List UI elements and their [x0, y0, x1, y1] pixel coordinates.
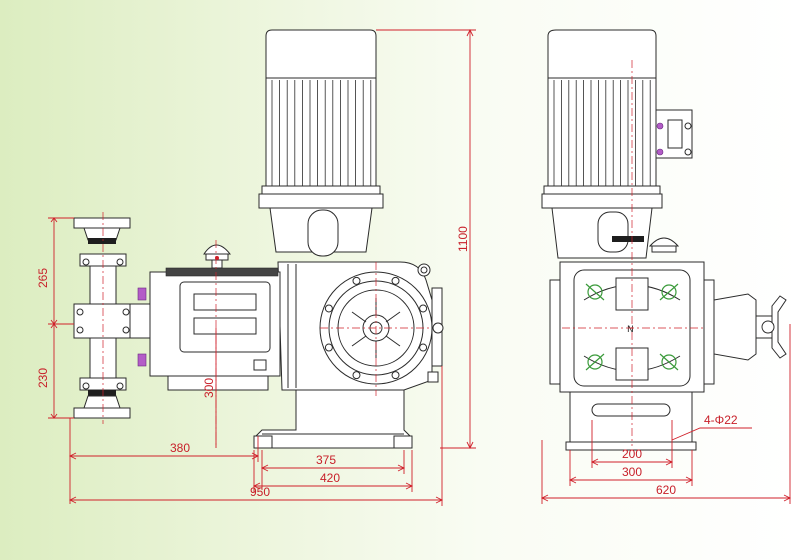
dim-950: 950 [250, 485, 270, 499]
front-view [73, 29, 444, 449]
dim-380: 380 [170, 441, 190, 455]
bolt [82, 382, 90, 390]
dim-420: 420 [320, 471, 340, 485]
dim-200: 200 [622, 447, 642, 461]
bolt [352, 371, 361, 380]
front-base [253, 389, 413, 449]
bolt [352, 276, 361, 285]
dim-300-vertical: 300 [202, 378, 216, 398]
side-motor [541, 29, 693, 259]
bolt [76, 326, 84, 334]
front-gearbox [277, 261, 444, 391]
bolt [116, 258, 124, 266]
bolt [122, 308, 130, 316]
front-pump-head [73, 217, 151, 419]
dim-265: 265 [36, 268, 50, 288]
svg-text:N: N [627, 325, 634, 335]
front-plunger-housing [149, 244, 281, 391]
dim-375: 375 [316, 453, 336, 467]
side-base [565, 391, 697, 451]
bolt [324, 343, 333, 352]
bolt [391, 276, 400, 285]
dimension-labels: 265 230 1100 300 380 375 420 950 200 300… [36, 226, 738, 499]
side-view: N [541, 29, 787, 451]
bolt [391, 371, 400, 380]
bolt [76, 308, 84, 316]
bolt [116, 382, 124, 390]
bolt [122, 326, 130, 334]
dim-300-bottom: 300 [622, 465, 642, 479]
dim-1100: 1100 [456, 226, 470, 252]
front-motor [258, 29, 384, 257]
hole-note: 4-Φ22 [704, 413, 738, 427]
bolt [82, 258, 90, 266]
bolt [324, 304, 333, 313]
bolt [419, 343, 428, 352]
side-pump-body: N [549, 261, 787, 393]
bolt [419, 304, 428, 313]
dim-230: 230 [36, 368, 50, 388]
dimension-lines [48, 28, 792, 506]
dim-620: 620 [656, 483, 676, 497]
